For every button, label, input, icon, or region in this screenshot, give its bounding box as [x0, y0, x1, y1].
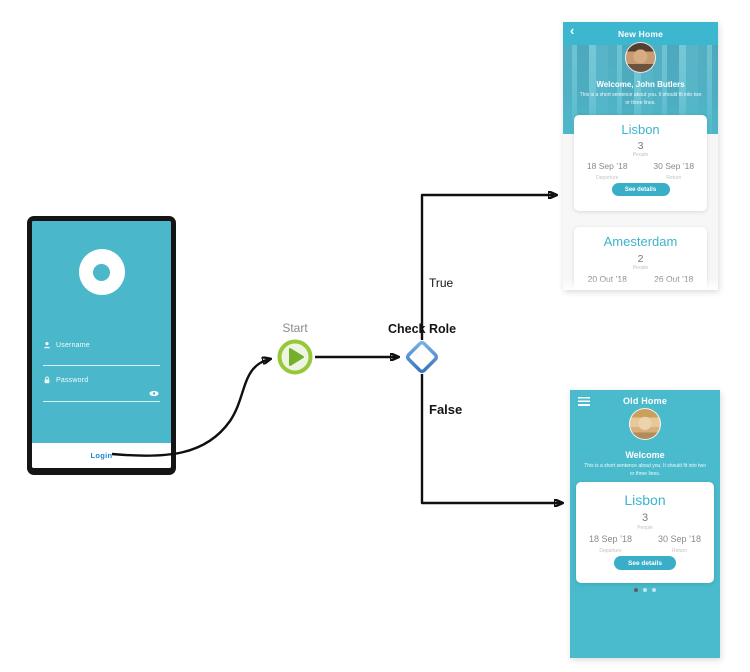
username-field[interactable]: Username	[43, 341, 160, 349]
new-home-screen: ‹ New Home Welcome, John Butlers This is…	[563, 22, 718, 290]
departure-date: 20 Out ’18	[587, 274, 627, 284]
lock-icon	[44, 376, 50, 384]
pagination-dots	[570, 588, 720, 592]
trip-city: Amesterdam	[603, 234, 678, 249]
decision-label: Check Role	[387, 322, 457, 336]
new-home-header: ‹ New Home	[563, 22, 718, 45]
connector-true-branch	[420, 195, 556, 340]
pagination-dot-1[interactable]	[634, 588, 638, 592]
trip-people-label: People	[637, 525, 653, 531]
false-branch-label: False	[429, 402, 463, 417]
password-input-underline[interactable]	[43, 401, 160, 402]
person-icon	[44, 342, 50, 349]
trip-people-count: 3	[641, 512, 649, 524]
departure-label: Departure	[596, 175, 619, 181]
app-logo	[78, 249, 125, 295]
departure-date: 18 Sep ’18	[588, 534, 633, 544]
user-avatar-woman	[629, 408, 661, 440]
username-input-underline[interactable]	[43, 365, 160, 366]
return-label: Return	[671, 548, 687, 554]
welcome-text: Welcome	[625, 450, 665, 460]
see-details-button[interactable]: See details	[614, 556, 676, 570]
departure-date: 18 Sep ’18	[586, 161, 628, 171]
trip-people-label: People	[632, 265, 649, 271]
see-details-button[interactable]: See details	[611, 183, 670, 196]
trip-people-label: People	[632, 152, 649, 158]
true-branch-label: True	[429, 276, 454, 290]
departure-col: 18 Sep ’18 Departure	[574, 161, 641, 181]
return-col: 30 Sep ’18 Return	[641, 161, 708, 181]
username-field-label: Username	[56, 341, 90, 349]
trip-city: Lisbon	[621, 122, 660, 137]
login-phone: Username Password Login	[27, 216, 176, 475]
decision-diamond[interactable]	[402, 337, 442, 377]
old-home-screen: Old Home Welcome This is a short sentenc…	[570, 390, 720, 658]
return-date: 30 Sep ’18	[653, 161, 695, 171]
password-field[interactable]: Password	[43, 376, 160, 384]
welcome-text: Welcome, John Butlers	[596, 80, 685, 89]
app-logo-hole	[93, 263, 110, 281]
user-avatar-man	[625, 42, 656, 73]
login-bar: Login	[32, 443, 171, 468]
trip-card-amesterdam: Amesterdam 2 People 20 Out ’18 26 Out ’1…	[574, 227, 707, 290]
back-icon[interactable]: ‹	[570, 23, 575, 38]
start-label: Start	[282, 321, 308, 335]
return-date: 26 Out ’18	[654, 274, 694, 284]
old-home-header: Old Home	[570, 390, 720, 412]
departure-label: Departure	[599, 548, 622, 554]
login-screen: Username Password Login	[32, 221, 171, 468]
trip-city: Lisbon	[624, 492, 666, 508]
trip-card-lisbon: Lisbon 3 People 18 Sep ’18 Departure 30 …	[574, 115, 707, 211]
trip-people-count: 2	[637, 253, 644, 265]
start-node[interactable]	[276, 338, 314, 376]
menu-icon[interactable]	[578, 397, 590, 406]
return-date: 30 Sep ’18	[657, 534, 702, 544]
play-icon	[277, 339, 313, 375]
departure-col: 18 Sep ’18 Departure	[576, 534, 645, 554]
connector-false-branch	[420, 374, 562, 503]
return-col: 30 Sep ’18 Return	[645, 534, 714, 554]
diamond-icon	[405, 340, 439, 374]
welcome-subtitle: This is a short sentence about you. It s…	[584, 463, 706, 477]
trip-card-lisbon: Lisbon 3 People 18 Sep ’18 Departure 30 …	[576, 482, 714, 583]
return-col: 26 Out ’18	[641, 274, 708, 284]
pagination-dot-3[interactable]	[652, 588, 656, 592]
password-field-label: Password	[56, 376, 89, 384]
old-home-title: Old Home	[622, 396, 668, 406]
pagination-dot-2[interactable]	[643, 588, 647, 592]
return-label: Return	[666, 175, 682, 181]
eye-icon[interactable]	[149, 390, 159, 397]
new-home-title: New Home	[617, 28, 664, 39]
departure-col: 20 Out ’18	[574, 274, 641, 284]
login-button[interactable]: Login	[85, 450, 119, 461]
welcome-subtitle: This is a short sentence about you. It s…	[579, 92, 702, 106]
login-body: Username Password	[32, 221, 171, 443]
trip-people-count: 3	[637, 140, 644, 152]
